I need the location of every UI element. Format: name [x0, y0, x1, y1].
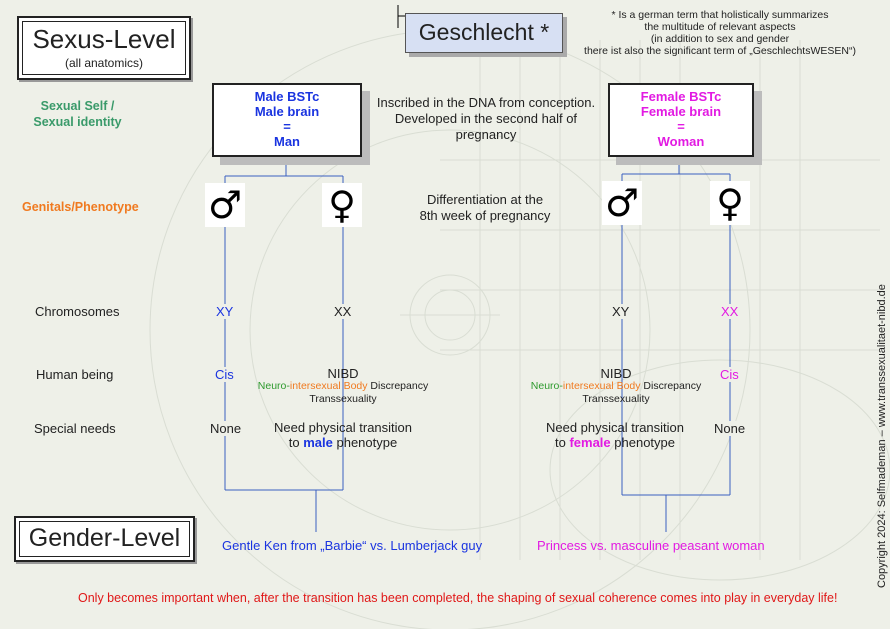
col3-human-being: NIBD Neuro-intersexual Body Discrepancy …	[530, 366, 702, 405]
row-label-human-being: Human being	[36, 367, 114, 382]
female-symbol-icon: ♀	[710, 181, 750, 225]
female-box-line: =	[677, 119, 685, 134]
male-symbol-icon: ♂	[602, 181, 642, 225]
col2-human-being: NIBD Neuro-intersexual Body Discrepancy …	[257, 366, 429, 405]
female-symbol-icon: ♀	[322, 183, 362, 227]
bottom-note: Only becomes important when, after the t…	[78, 591, 838, 605]
col4-special-needs: None	[714, 421, 746, 436]
male-brain-box: Male BSTc Male brain = Man	[212, 83, 362, 157]
row-label-genitals: Genitals/Phenotype	[22, 200, 139, 214]
gender-level-title: Gender-Level	[28, 524, 181, 552]
geschlecht-title-box: Geschlecht *	[405, 13, 563, 53]
col3-special-needs: Need physical transition to female pheno…	[545, 420, 685, 450]
row-label-chromosomes: Chromosomes	[35, 304, 120, 319]
male-box-line: Male brain	[254, 104, 320, 119]
gender-example-male: Gentle Ken from „Barbie“ vs. Lumberjack …	[222, 538, 483, 553]
sexus-level-title: Sexus-Level	[32, 24, 176, 54]
footnote: * Is a german term that holistically sum…	[560, 9, 880, 57]
female-box-line: Woman	[657, 134, 705, 149]
gender-level-frame: Gender-Level	[14, 516, 195, 562]
female-box-line: Female BSTc	[640, 89, 722, 104]
female-brain-box: Female BSTc Female brain = Woman	[608, 83, 754, 157]
copyright: Copyright 2024: Selfmademan – www.transs…	[876, 284, 888, 588]
col1-special-needs: None	[210, 421, 242, 436]
dna-note: Inscribed in the DNA from conception. De…	[376, 95, 596, 142]
sexus-level-subtitle: (all anatomics)	[64, 56, 144, 70]
geschlecht-title: Geschlecht *	[418, 19, 550, 45]
col1-human-being: Cis	[215, 367, 234, 382]
col1-chromosomes: XY	[216, 304, 234, 319]
male-box-line: Male BSTc	[254, 89, 320, 104]
footnote-line: (in addition to sex and gender	[650, 33, 790, 45]
col2-special-needs: Need physical transition to male phenoty…	[273, 420, 413, 450]
gender-example-female: Princess vs. masculine peasant woman	[537, 538, 765, 553]
footnote-line: there ist also the significant term of „…	[584, 45, 856, 57]
col3-chromosomes: XY	[612, 304, 630, 319]
col4-human-being: Cis	[720, 367, 739, 382]
female-box-line: Female brain	[640, 104, 722, 119]
row-label-special-needs: Special needs	[34, 421, 116, 436]
col4-chromosomes: XX	[721, 304, 739, 319]
footnote-line: * Is a german term that holistically sum…	[611, 9, 829, 21]
footnote-line: the multitude of relevant aspects	[644, 21, 796, 33]
differentiation-note: Differentiation at the 8th week of pregn…	[419, 192, 551, 223]
sexus-level-frame: Sexus-Level (all anatomics)	[17, 16, 191, 80]
col2-chromosomes: XX	[334, 304, 352, 319]
male-box-line: =	[283, 119, 291, 134]
row-label-sexual-self: Sexual Self / Sexual identity	[33, 99, 122, 129]
male-box-line: Man	[274, 134, 300, 149]
male-symbol-icon: ♂	[205, 183, 245, 227]
